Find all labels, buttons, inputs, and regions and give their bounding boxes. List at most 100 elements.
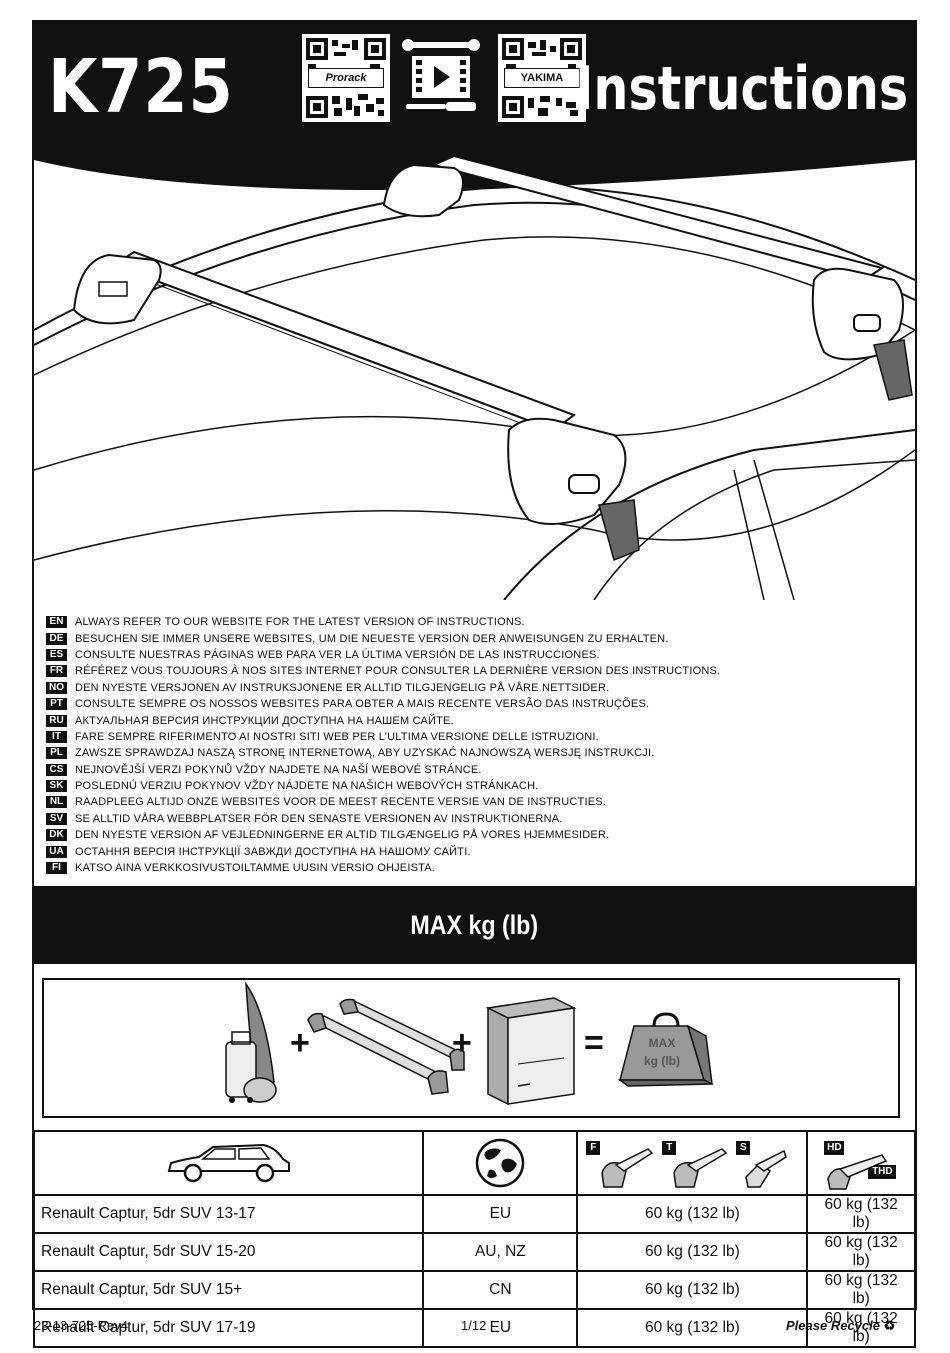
prorack-logo: Prorack xyxy=(308,68,384,88)
lang-text: АКТУАЛЬНАЯ ВЕРСИЯ ИНСТРУКЦИИ ДОСТУПНА НА… xyxy=(75,714,454,727)
lang-code: FI xyxy=(46,862,67,875)
load-capacity-table: F T S HD THD xyxy=(32,1130,916,1348)
foot-type-s-tag: S xyxy=(736,1141,751,1155)
qr-pattern xyxy=(502,38,582,118)
recycle-icon: ♻ xyxy=(883,1318,896,1333)
lang-row-it: IT FARE SEMPRE RIFERIMENTO AI NOSTRI SITI… xyxy=(46,729,720,745)
max-load-title: MAX kg (lb) xyxy=(410,910,539,940)
weight-shape xyxy=(617,1012,713,1087)
roof-bars-icon xyxy=(307,998,465,1095)
max-load-banner: MAX kg (lb) xyxy=(34,886,915,964)
region-cell: CN xyxy=(422,1270,579,1310)
lang-code: SV xyxy=(46,812,67,825)
lang-text: SE ALLTID VÅRA WEBBPLATSER FÖR DEN SENAS… xyxy=(75,812,563,825)
header-feet-types-cell: F T S xyxy=(576,1130,809,1196)
region-cell: EU xyxy=(422,1194,579,1234)
region-cell: AU, NZ xyxy=(422,1232,579,1272)
lang-text: POSLEDNÚ VERZIU POKYNOV VŽDY NÁJDETE NA … xyxy=(75,780,539,793)
feet-types-group: F T S xyxy=(578,1133,806,1193)
lang-code: DE xyxy=(46,632,67,645)
header-vehicle-cell xyxy=(32,1130,425,1196)
recycle-text: Please Recycle xyxy=(786,1318,880,1333)
load-hd-cell: 60 kg (132 lb) xyxy=(806,1270,916,1310)
qr-code-left[interactable]: Prorack xyxy=(302,34,390,122)
lang-code: CS xyxy=(46,763,67,776)
vehicle-model-cell: Renault Captur, 5dr SUV 13-17 xyxy=(32,1194,425,1234)
language-notice-list: EN ALWAYS REFER TO OUR WEBSITE FOR THE LA… xyxy=(46,614,720,876)
load-hd-cell: 60 kg (132 lb) xyxy=(806,1232,916,1272)
lang-text: ZAWSZE SPRAWDZAJ NASZĄ STRONĘ INTERNETOW… xyxy=(75,747,655,760)
luggage-icon xyxy=(225,982,277,1103)
roof-rack-illustration xyxy=(34,130,915,600)
lang-row-ua: UA ОСТАННЯ ВЕРСІЯ ІНСТРУКЦІЇ ЗАВЖДИ ДОСТУ… xyxy=(46,843,720,859)
plus-sign: + xyxy=(452,1024,472,1062)
document-number: 23-13-725-Rev4 xyxy=(34,1318,128,1333)
lang-code: ES xyxy=(46,648,67,661)
lang-text: RAADPLEEG ALTIJD ONZE WEBSITES VOOR DE M… xyxy=(75,796,607,809)
lang-code: EN xyxy=(46,616,67,629)
load-cell: 60 kg (132 lb) xyxy=(576,1308,809,1348)
load-cell: 60 kg (132 lb) xyxy=(576,1232,809,1272)
lang-text: CONSULTE SEMPRE OS NOSSOS WEBSITES PARA … xyxy=(75,698,650,711)
video-tools-icon[interactable] xyxy=(402,38,480,114)
lang-text: ALWAYS REFER TO OUR WEBSITE FOR THE LATE… xyxy=(75,616,525,629)
lang-code: SK xyxy=(46,780,67,793)
weight-label-units: kg (lb) xyxy=(644,1054,680,1068)
lang-row-es: ES CONSULTE NUESTRAS PÁGINAS WEB PARA VER… xyxy=(46,647,720,663)
lang-code: IT xyxy=(46,730,67,743)
lang-row-de: DE BESUCHEN SIE IMMER UNSERE WEBSITES, UM… xyxy=(46,630,720,646)
vehicle-model-cell: Renault Captur, 5dr SUV 15+ xyxy=(32,1270,425,1310)
lang-code: NL xyxy=(46,796,67,809)
region-cell: EU xyxy=(422,1308,579,1348)
load-hd-cell: 60 kg (132 lb) xyxy=(806,1308,916,1348)
lang-row-sk: SK POSLEDNÚ VERZIU POKYNOV VŽDY NÁJDETE N… xyxy=(46,778,720,794)
lang-row-dk: DK DEN NYESTE VERSION AF VEJLEDNINGERNE E… xyxy=(46,827,720,843)
lang-code: RU xyxy=(46,714,67,727)
lang-code: NO xyxy=(46,681,67,694)
vehicle-model-cell: Renault Captur, 5dr SUV 15-20 xyxy=(32,1232,425,1272)
lang-code: PL xyxy=(46,747,67,760)
lang-text: BESUCHEN SIE IMMER UNSERE WEBSITES, UM D… xyxy=(75,632,669,645)
yakima-logo: YAKIMA xyxy=(504,68,580,88)
max-weight-icon: MAX kg (lb) xyxy=(616,1012,716,1092)
hd-types-group: HD THD xyxy=(808,1133,914,1193)
table-row: Renault Captur, 5dr SUV 15+ CN 60 kg (13… xyxy=(32,1270,916,1310)
lang-code: PT xyxy=(46,698,67,711)
lang-text: CONSULTE NUESTRAS PÁGINAS WEB PARA VER L… xyxy=(75,648,600,661)
car-icon xyxy=(167,1143,290,1183)
table-row: Renault Captur, 5dr SUV 17-19 EU 60 kg (… xyxy=(32,1308,916,1348)
lang-row-sv: SV SE ALLTID VÅRA WEBBPLATSER FÖR DEN SEN… xyxy=(46,811,720,827)
plus-sign: + xyxy=(290,1024,310,1062)
header-region-cell xyxy=(422,1130,579,1196)
equals-sign: = xyxy=(584,1024,604,1062)
lang-text: RÉFÉREZ VOUS TOUJOURS À NOS SITES INTERN… xyxy=(75,665,721,678)
weight-label-max: MAX xyxy=(648,1036,676,1050)
foot-type-f-tag: F xyxy=(586,1141,601,1155)
hd-foot-icon xyxy=(827,1154,888,1190)
lang-text: ОСТАННЯ ВЕРСІЯ ІНСТРУКЦІЇ ЗАВЖДИ ДОСТУПН… xyxy=(75,845,471,858)
lang-row-fi: FI KATSO AINA VERKKOSIVUSTOILTAMME UUSIN … xyxy=(46,860,720,876)
lang-text: KATSO AINA VERKKOSIVUSTOILTAMME UUSIN VE… xyxy=(75,862,436,875)
hd-tag: HD xyxy=(824,1141,845,1155)
lang-text: FARE SEMPRE RIFERIMENTO AI NOSTRI SITI W… xyxy=(75,730,599,743)
lang-code: UA xyxy=(46,845,67,858)
page-number: 1/12 xyxy=(461,1318,487,1333)
qr-code-right[interactable]: YAKIMA xyxy=(498,34,586,122)
load-cell: 60 kg (132 lb) xyxy=(576,1270,809,1310)
lang-text: NEJNOVĚJŠÍ VERZI POKYNŮ VŽDY NAJDETE NA … xyxy=(75,763,482,776)
foot-types-icon xyxy=(601,1148,788,1188)
table-row: Renault Captur, 5dr SUV 15-20 AU, NZ 60 … xyxy=(32,1232,916,1272)
header-hd-cell: HD THD xyxy=(806,1130,916,1196)
lang-row-cs: CS NEJNOVĚJŠÍ VERZI POKYNŮ VŽDY NAJDETE N… xyxy=(46,762,720,778)
load-cell: 60 kg (132 lb) xyxy=(576,1194,809,1234)
lang-text: DEN NYESTE VERSION AF VEJLEDNINGERNE ER … xyxy=(75,829,610,842)
globe-icon xyxy=(476,1138,525,1188)
lang-code: DK xyxy=(46,829,67,842)
model-code: K725 xyxy=(48,44,234,130)
load-equation-box: + + = MAX kg (lb) xyxy=(42,978,900,1118)
load-hd-cell: 60 kg (132 lb) xyxy=(806,1194,916,1234)
lang-row-pt: PT CONSULTE SEMPRE OS NOSSOS WEBSITES PAR… xyxy=(46,696,720,712)
table-row: Renault Captur, 5dr SUV 13-17 EU 60 kg (… xyxy=(32,1194,916,1234)
